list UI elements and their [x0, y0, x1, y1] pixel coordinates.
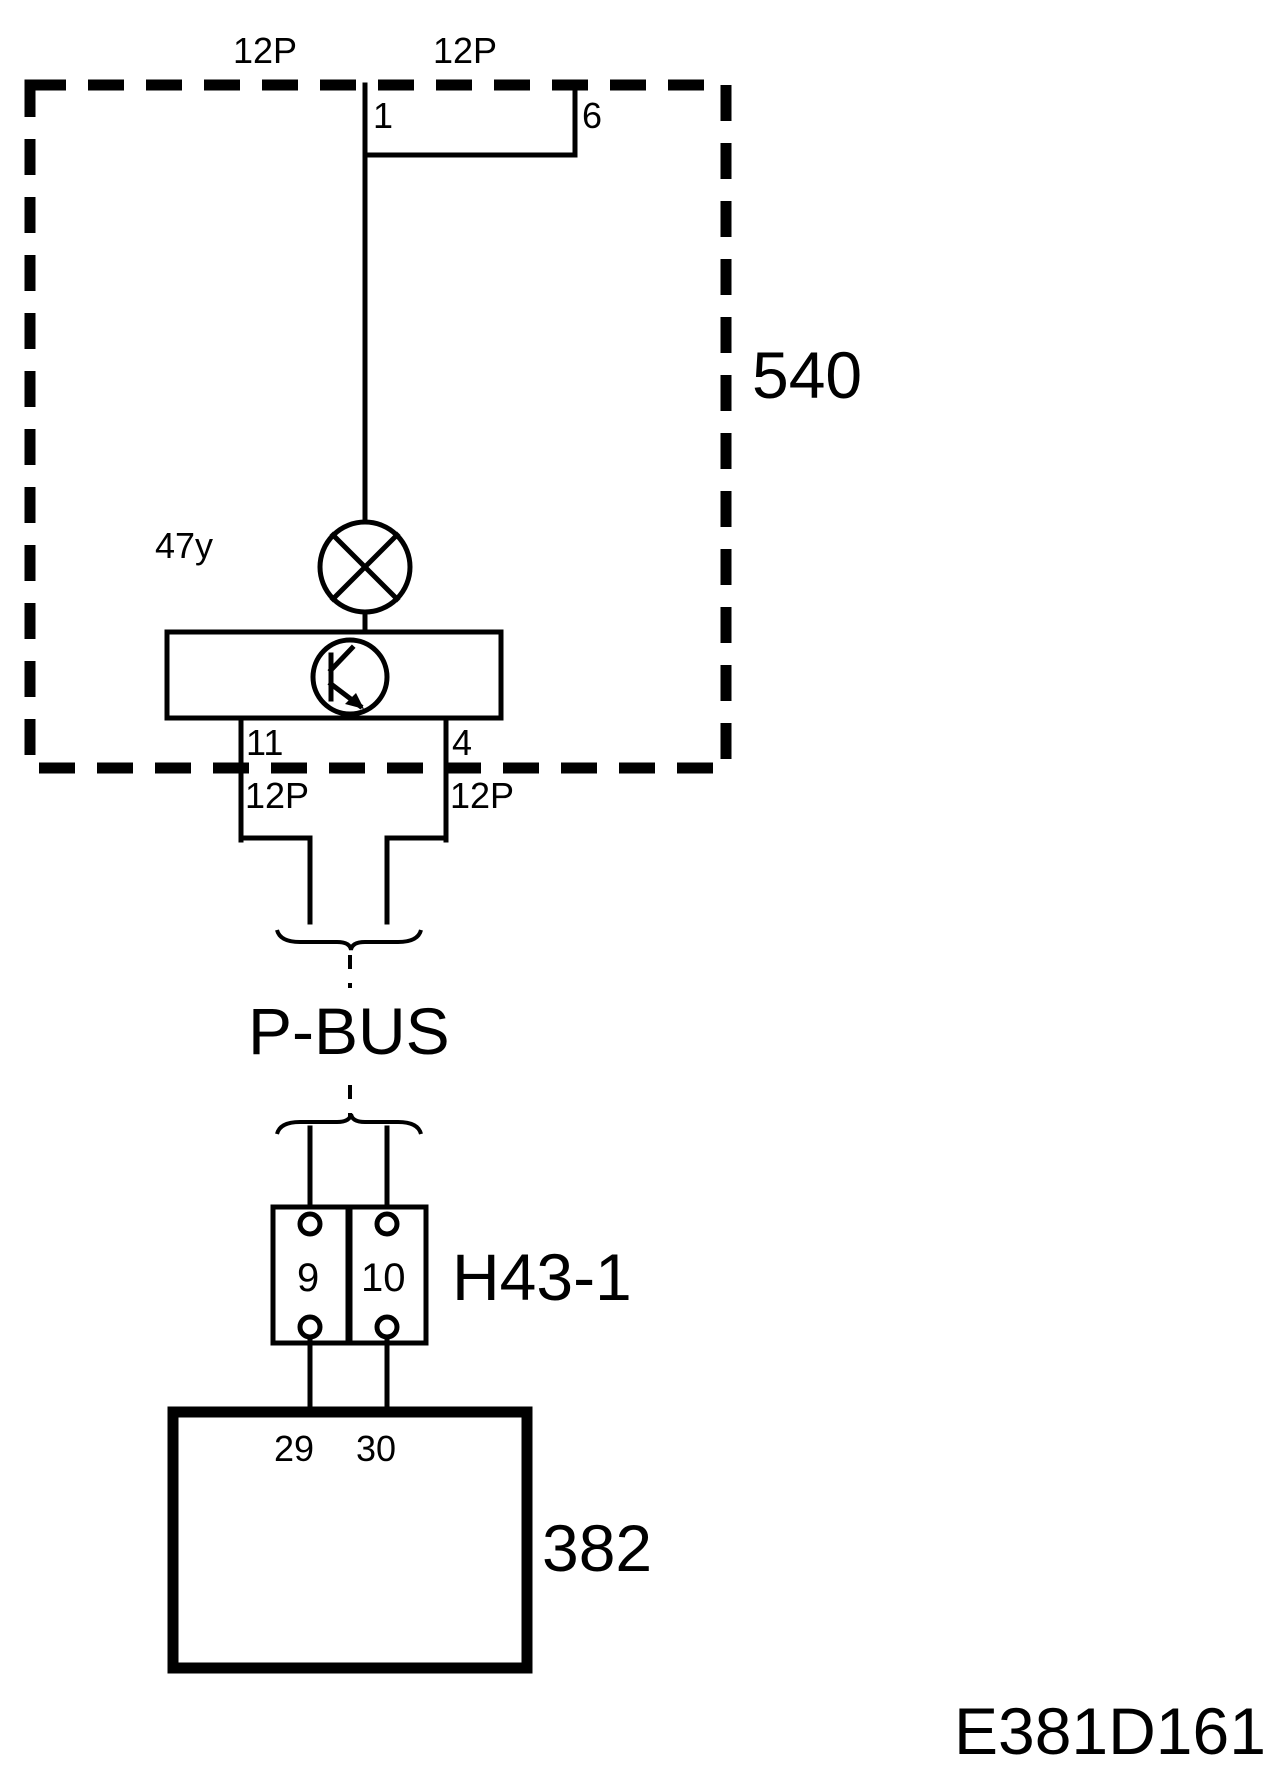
lamp-icon [317, 519, 413, 615]
h43-pin-label-9: 9 [297, 1256, 319, 1300]
wire-pbus-b-upper [384, 835, 449, 925]
module-382-pin-29: 29 [274, 1428, 314, 1469]
pin-label-6: 6 [582, 95, 602, 136]
connector-label-top-right: 12P [433, 30, 497, 71]
lamp-label: 47y [155, 525, 213, 566]
pin-label-11: 11 [246, 722, 283, 763]
connector-label-bottom-left: 12P [245, 775, 309, 816]
module-382-pin-30: 30 [356, 1428, 396, 1469]
pin-label-4: 4 [452, 722, 472, 763]
driver-box [164, 629, 504, 721]
figure-code: E381D161 [954, 1694, 1266, 1768]
pin-label-1: 1 [373, 95, 393, 136]
connector-label-bottom-right: 12P [450, 775, 514, 816]
module-540-label: 540 [752, 338, 862, 412]
module-382-label: 382 [542, 1511, 652, 1585]
emitter-arrow-icon [345, 693, 364, 709]
connector-h43-label: H43-1 [452, 1240, 632, 1314]
connector-h43-1 [270, 1204, 429, 1346]
connector-label-top-left: 12P [233, 30, 297, 71]
transistor-icon [310, 637, 390, 717]
jumper-wire-pin1-pin6 [362, 82, 578, 158]
module-540-boundary [24, 79, 732, 774]
bus-brace-lower [275, 1113, 423, 1135]
h43-pin-label-10: 10 [361, 1256, 406, 1300]
wire-pbus-a-upper [238, 835, 313, 925]
module-382-box [167, 1406, 533, 1674]
bus-brace-upper [275, 929, 423, 951]
bus-label: P-BUS [248, 994, 450, 1068]
